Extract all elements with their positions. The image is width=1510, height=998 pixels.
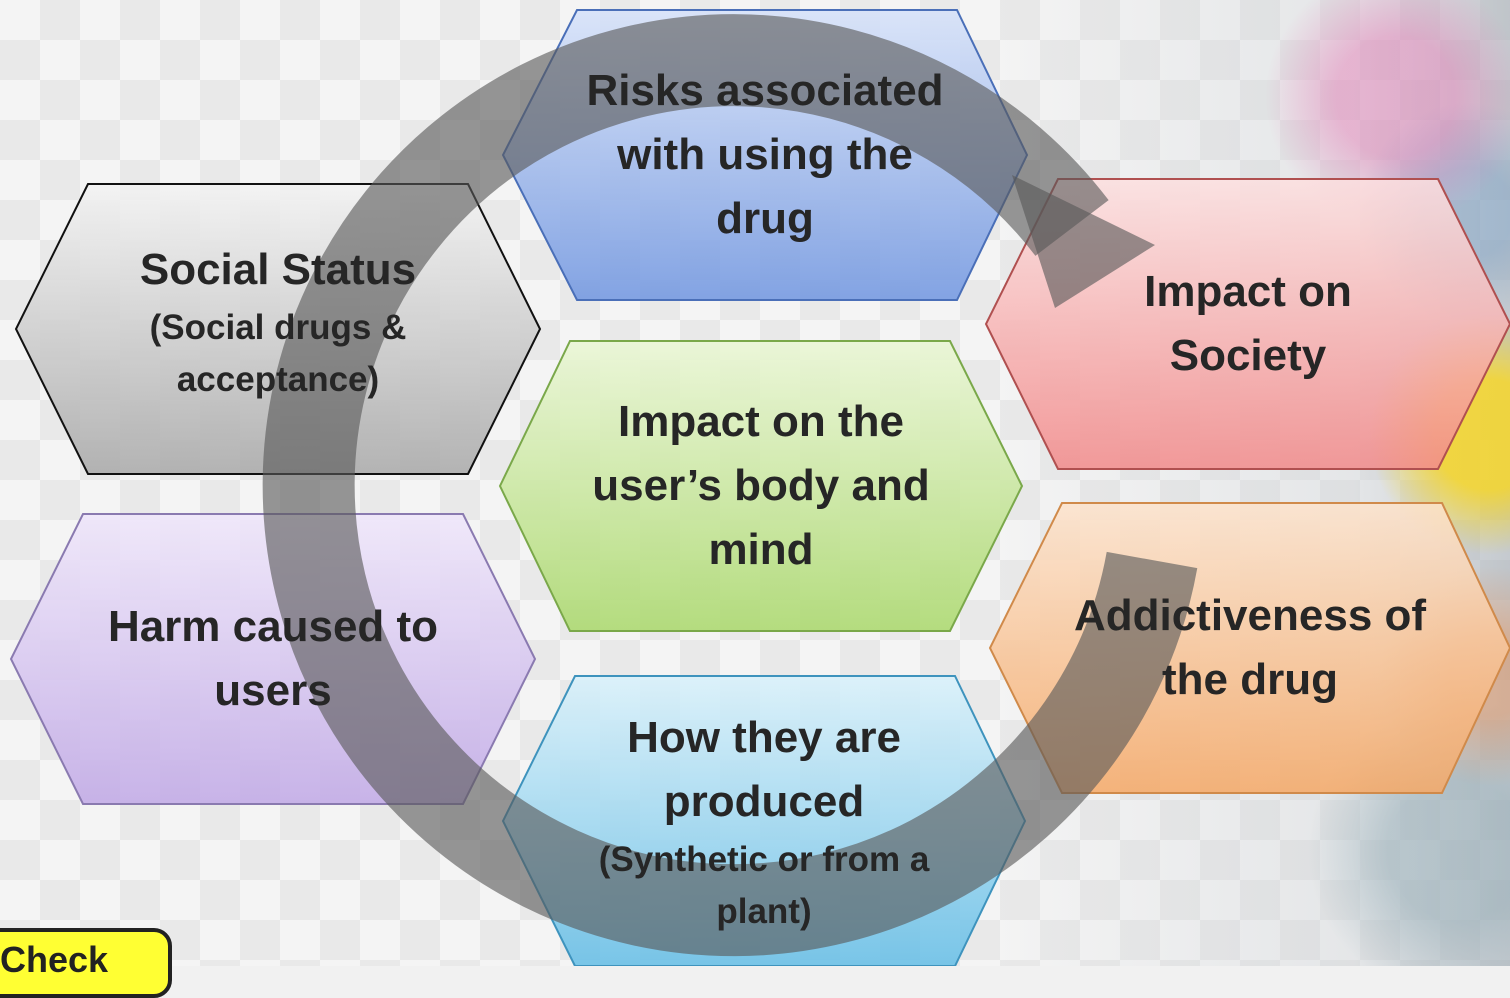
cycle-diagram (9, 9, 1510, 966)
hexagon-society-label: Impact on Society (986, 179, 1510, 469)
risks-line-2: with using the (617, 130, 913, 179)
risks-line-3: drug (716, 194, 814, 243)
produced-sub-2: plant) (716, 892, 812, 931)
produced-line-2: produced (663, 777, 865, 826)
addictive-line-2: the drug (1162, 655, 1338, 704)
check-button[interactable]: Check (0, 928, 172, 998)
social-title: Social Status (139, 245, 417, 294)
hexagon-produced-label: How they are produced (Synthetic or from… (503, 706, 1025, 942)
risks-line-1: Risks associated (586, 66, 944, 115)
hexagon-risks-label: Risks associated with using the drug (503, 10, 1027, 300)
produced-line-1: How they are (627, 713, 901, 762)
society-line-2: Society (1169, 331, 1327, 380)
hexagon-social-label: Social Status (Social drugs & acceptance… (16, 184, 540, 474)
hexagon-harm-label: Harm caused to users (11, 514, 535, 804)
cycle-arrowhead (1012, 175, 1155, 308)
harm-line-2: users (214, 666, 332, 715)
hexagon-addictive-label: Addictiveness of the drug (990, 503, 1510, 793)
body-line-2: user’s body and (592, 461, 930, 510)
social-sub-1: (Social drugs & (149, 308, 407, 347)
check-button-label: Check (0, 939, 109, 980)
hexagon-body-label: Impact on the user’s body and mind (500, 341, 1022, 631)
body-line-1: Impact on the (617, 397, 905, 446)
society-line-1: Impact on (1144, 267, 1352, 316)
social-sub-2: acceptance) (176, 360, 380, 399)
addictive-line-1: Addictiveness of (1073, 591, 1427, 640)
harm-line-1: Harm caused to (107, 602, 439, 651)
hexagon-body (498, 340, 1024, 632)
body-line-3: mind (708, 525, 814, 574)
cycle-ring-arrow (262, 14, 1198, 957)
produced-sub-1: (Synthetic or from a (598, 840, 930, 879)
